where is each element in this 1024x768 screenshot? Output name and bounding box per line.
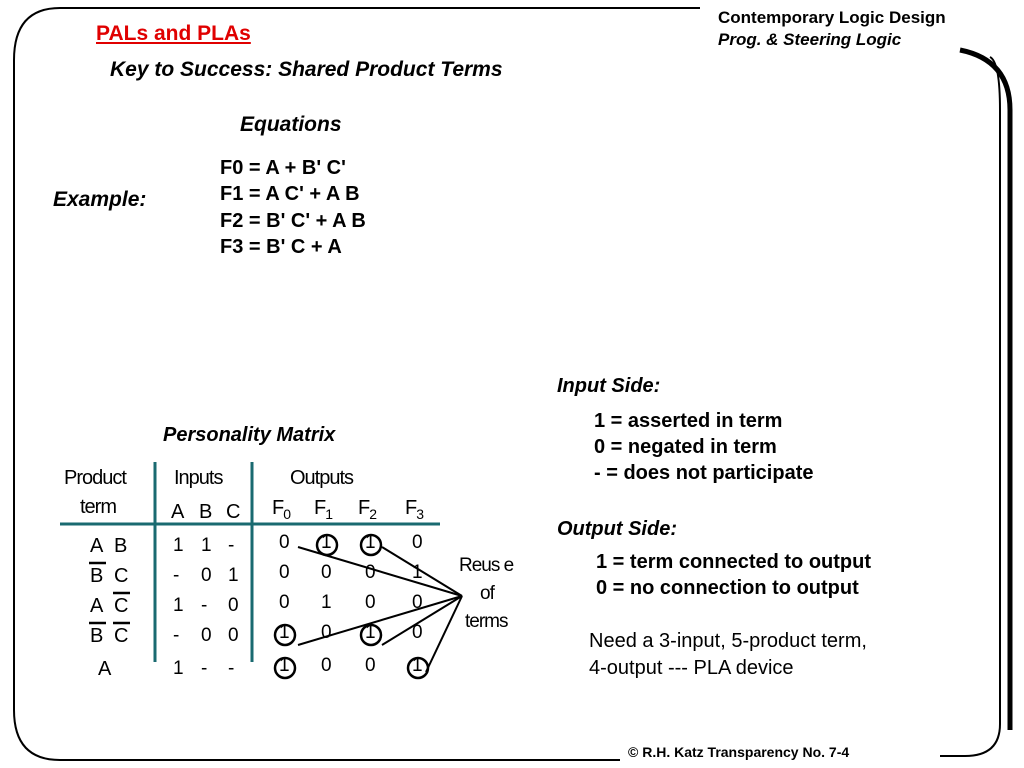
output-cell: 1 bbox=[321, 592, 332, 613]
col-header-product: Product bbox=[64, 467, 127, 489]
output-cell: 1 bbox=[321, 532, 332, 553]
input-name: C bbox=[226, 501, 240, 523]
input-cell: 1 bbox=[173, 658, 184, 679]
input-cell: - bbox=[228, 535, 235, 556]
reuse-label-line: Reus e bbox=[459, 555, 514, 576]
output-cell: 0 bbox=[321, 562, 332, 583]
equations-heading: Equations bbox=[240, 113, 342, 136]
output-cell: 1 bbox=[412, 562, 423, 583]
col-header-inputs: Inputs bbox=[174, 467, 223, 489]
output-cell: 1 bbox=[279, 655, 290, 676]
note-line: 4-output --- PLA device bbox=[589, 657, 794, 679]
output-cell: 0 bbox=[412, 592, 423, 613]
personality-matrix-title: Personality Matrix bbox=[163, 424, 336, 446]
output-cell: 0 bbox=[279, 562, 290, 583]
output-cell: 1 bbox=[365, 532, 376, 553]
product-term-literal: B bbox=[90, 625, 104, 647]
input-name: B bbox=[199, 501, 212, 523]
product-term-literal: C bbox=[114, 625, 129, 647]
output-name-subscript: 2 bbox=[369, 506, 377, 522]
output-cell: 0 bbox=[365, 562, 376, 583]
reuse-label-line: of bbox=[480, 583, 495, 604]
output-cell: 0 bbox=[365, 592, 376, 613]
input-cell: 0 bbox=[201, 625, 212, 646]
input-cell: 0 bbox=[201, 565, 212, 586]
input-side-line: 0 = negated in term bbox=[594, 436, 777, 458]
input-cell: - bbox=[173, 565, 180, 586]
note-line: Need a 3-input, 5-product term, bbox=[589, 630, 867, 652]
equation-f3: F3 = B' C + A bbox=[220, 236, 342, 258]
output-cell: 0 bbox=[412, 622, 423, 643]
output-name-base: F bbox=[405, 497, 417, 519]
reuse-circle bbox=[359, 623, 383, 647]
input-cell: - bbox=[173, 625, 180, 646]
equation-f1: F1 = A C' + A B bbox=[220, 183, 360, 205]
output-name: F3 bbox=[405, 497, 424, 522]
chapter-topic: Prog. & Steering Logic bbox=[718, 30, 902, 49]
output-cell: 0 bbox=[321, 655, 332, 676]
reuse-circle bbox=[359, 533, 383, 557]
input-cell: 1 bbox=[228, 565, 239, 586]
input-cell: 0 bbox=[228, 595, 239, 616]
slide-subtitle: Key to Success: Shared Product Terms bbox=[110, 58, 503, 81]
product-term-literal: A bbox=[90, 595, 104, 617]
col-header-term: term bbox=[80, 496, 117, 518]
output-cell: 0 bbox=[279, 532, 290, 553]
input-cell: 1 bbox=[201, 535, 212, 556]
output-name-base: F bbox=[272, 497, 284, 519]
output-name: F0 bbox=[272, 497, 291, 522]
equation-f2: F2 = B' C' + A B bbox=[220, 210, 366, 232]
reuse-label-line: terms bbox=[465, 611, 508, 632]
input-cell: - bbox=[201, 658, 208, 679]
input-cell: - bbox=[228, 658, 235, 679]
output-cell: 0 bbox=[412, 532, 423, 553]
input-side-line: - = does not participate bbox=[594, 462, 814, 484]
output-side-heading: Output Side: bbox=[557, 518, 677, 540]
output-cell: 0 bbox=[365, 655, 376, 676]
output-side-line: 1 = term connected to output bbox=[596, 551, 872, 573]
footer-credit: © R.H. Katz Transparency No. 7-4 bbox=[628, 744, 850, 760]
input-side-heading: Input Side: bbox=[557, 375, 661, 397]
output-cell: 1 bbox=[279, 622, 290, 643]
product-term-literal: C bbox=[114, 595, 129, 617]
input-cell: 0 bbox=[228, 625, 239, 646]
input-name: A bbox=[171, 501, 184, 523]
output-name-subscript: 0 bbox=[283, 506, 291, 522]
input-cell: 1 bbox=[173, 535, 184, 556]
reuse-circle bbox=[273, 656, 297, 680]
output-cell: 0 bbox=[321, 622, 332, 643]
output-name-base: F bbox=[314, 497, 326, 519]
product-term-literal: B bbox=[114, 535, 128, 557]
output-name: F1 bbox=[314, 497, 333, 522]
output-name-subscript: 1 bbox=[325, 506, 333, 522]
product-term-literal: A bbox=[98, 658, 112, 680]
slide-title: PALs and PLAs bbox=[96, 22, 251, 45]
output-name-subscript: 3 bbox=[416, 506, 424, 522]
input-cell: - bbox=[201, 595, 208, 616]
product-term-literal: B bbox=[90, 565, 104, 587]
course-name: Contemporary Logic Design bbox=[718, 8, 946, 27]
output-side-line: 0 = no connection to output bbox=[596, 577, 859, 599]
input-cell: 1 bbox=[173, 595, 184, 616]
equation-f0: F0 = A + B' C' bbox=[220, 157, 346, 179]
output-cell: 1 bbox=[412, 655, 423, 676]
output-cell: 1 bbox=[365, 622, 376, 643]
product-term-literal: C bbox=[114, 565, 129, 587]
output-cell: 0 bbox=[279, 592, 290, 613]
reuse-connector-lines bbox=[297, 546, 463, 673]
input-side-line: 1 = asserted in term bbox=[594, 410, 783, 432]
output-name-base: F bbox=[358, 497, 370, 519]
example-label: Example: bbox=[53, 188, 147, 211]
reuse-circle bbox=[273, 623, 297, 647]
product-term-literal: A bbox=[90, 535, 104, 557]
col-header-outputs: Outputs bbox=[290, 467, 354, 489]
output-name: F2 bbox=[358, 497, 377, 522]
